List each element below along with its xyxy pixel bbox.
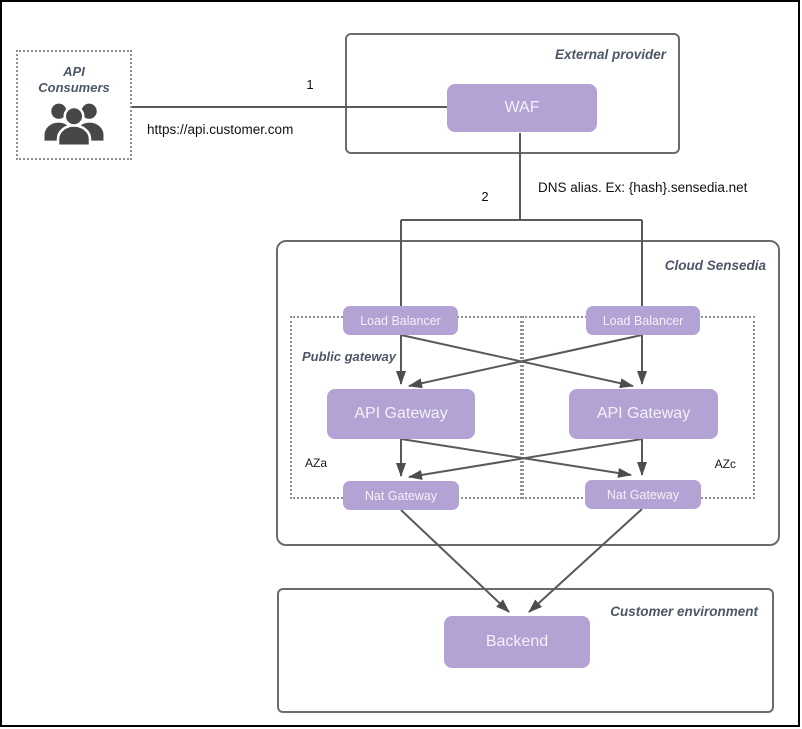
external-provider-container: External provider <box>345 33 680 154</box>
users-group-icon <box>44 103 104 147</box>
customer-environment-container: Customer environment <box>277 588 774 713</box>
api-consumers-container: API Consumers <box>16 50 132 160</box>
api-gateway-right-node: API Gateway <box>569 389 718 439</box>
backend-label: Backend <box>485 633 549 650</box>
load-balancer-right-node: Load Balancer <box>586 306 700 335</box>
zone-azc-label: AZc <box>714 457 736 471</box>
waf-label: WAF <box>504 99 540 116</box>
api-gateway-left-node: API Gateway <box>327 389 475 439</box>
customer-environment-title: Customer environment <box>610 604 758 619</box>
load-balancer-left-label: Load Balancer <box>360 313 441 328</box>
waf-node: WAF <box>447 84 597 132</box>
cloud-sensedia-title: Cloud Sensedia <box>664 258 766 273</box>
load-balancer-left-node: Load Balancer <box>343 306 458 335</box>
nat-gateway-right-label: Nat Gateway <box>606 487 680 502</box>
api-gateway-left-label: API Gateway <box>354 405 448 422</box>
nat-gateway-right-node: Nat Gateway <box>585 480 701 509</box>
dns-alias-label: DNS alias. Ex: {hash}.sensedia.net <box>538 180 748 195</box>
public-gateway-title: Public gateway <box>302 349 396 364</box>
step-1-label: 1 <box>306 77 314 92</box>
backend-node: Backend <box>444 616 590 668</box>
zone-aza-label: AZa <box>305 456 328 470</box>
cloud-sensedia-container: Cloud Sensedia <box>276 240 780 546</box>
step-2-label: 2 <box>481 189 489 204</box>
consumer-url-label: https://api.customer.com <box>147 122 294 137</box>
api-gateway-right-label: API Gateway <box>596 405 691 422</box>
load-balancer-right-label: Load Balancer <box>602 313 684 328</box>
nat-gateway-left-label: Nat Gateway <box>364 488 438 503</box>
nat-gateway-left-node: Nat Gateway <box>343 481 459 510</box>
external-provider-title: External provider <box>554 47 666 62</box>
api-consumers-title: API Consumers <box>38 64 110 95</box>
